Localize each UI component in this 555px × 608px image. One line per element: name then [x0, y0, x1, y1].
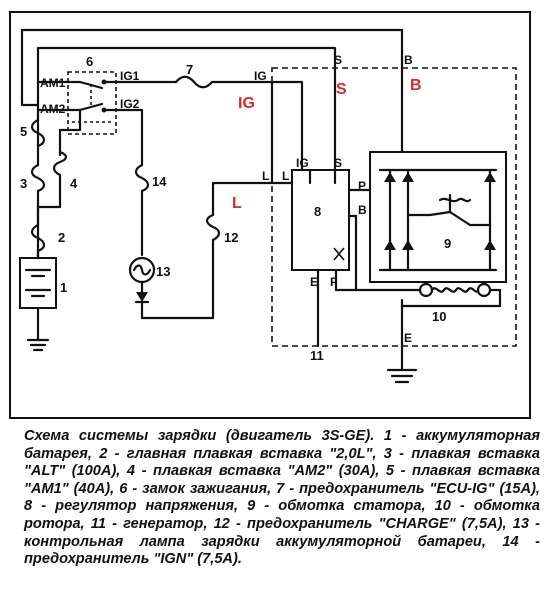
- stator-winding: [438, 197, 472, 203]
- rotor-winding: [400, 282, 502, 308]
- terminal-p: P: [358, 179, 366, 193]
- component-4-number: 4: [70, 176, 78, 191]
- ig2-circuit: [114, 108, 215, 320]
- terminal-b-top: B: [404, 53, 413, 67]
- red-labels: IG S B L: [232, 77, 422, 212]
- rectifier-bridge: [369, 151, 507, 283]
- component-5-number: 5: [20, 124, 27, 139]
- terminal-ig-inner: IG: [296, 156, 309, 170]
- component-14-number: 14: [152, 174, 167, 189]
- red-label-ig: IG: [238, 95, 255, 112]
- alternator-box: [271, 67, 517, 347]
- component-13-number: 13: [156, 264, 170, 279]
- terminal-f: F: [330, 275, 337, 289]
- battery-feed-wiring: [20, 28, 404, 352]
- terminal-e-bottom: E: [404, 331, 412, 345]
- component-12-number: 12: [224, 230, 238, 245]
- terminal-am2: AM2: [40, 102, 66, 116]
- terminal-s-top: S: [334, 53, 342, 67]
- alternator-internal-wiring: [270, 66, 422, 384]
- component-9-number: 9: [444, 236, 451, 251]
- fusible-link-4: [52, 150, 68, 177]
- fusible-link-5: [30, 118, 46, 148]
- terminal-s-inner: S: [334, 156, 342, 170]
- charge-fuse-circuit: [205, 181, 274, 242]
- terminal-ig1: IG1: [120, 69, 140, 83]
- voltage-regulator: [291, 169, 350, 271]
- red-label-l: L: [232, 195, 242, 212]
- red-label-b: B: [410, 77, 422, 94]
- diode-icon: [136, 292, 148, 302]
- diagram-frame: [9, 11, 531, 419]
- component-7-number: 7: [186, 62, 193, 77]
- terminal-labels: AM1 AM2 IG1 IG2 S B IG L L IG S P B E F …: [40, 53, 413, 345]
- terminal-l-inner: L: [282, 169, 289, 183]
- component-2-number: 2: [58, 230, 65, 245]
- component-1-number: 1: [60, 280, 67, 295]
- diagram-caption: Схема системы зарядки (двигатель 3S-GE).…: [24, 428, 540, 568]
- component-3-number: 3: [20, 176, 27, 191]
- battery: [19, 257, 57, 309]
- terminal-e-inner: E: [310, 275, 318, 289]
- red-label-s: S: [336, 81, 347, 98]
- fusible-link-2: [30, 205, 46, 260]
- component-10-number: 10: [432, 309, 446, 324]
- component-numbers: 1 2 3 4 5 6 7 8 9 10 11 12 13 14: [20, 54, 451, 363]
- terminal-b-inner: B: [358, 203, 367, 217]
- terminal-ig2: IG2: [120, 97, 140, 111]
- ignition-switch: [67, 71, 118, 135]
- component-8-number: 8: [314, 204, 321, 219]
- terminal-am1: AM1: [40, 76, 66, 90]
- terminal-ig-top: IG: [254, 69, 267, 83]
- terminal-l-left: L: [262, 169, 269, 183]
- fusible-link-3: [30, 149, 46, 209]
- component-11-number: 11: [310, 348, 324, 363]
- charging-system-diagram: AM1 AM2 IG1 IG2 S B IG L L IG S P B E F …: [9, 11, 531, 419]
- component-6-number: 6: [86, 54, 93, 69]
